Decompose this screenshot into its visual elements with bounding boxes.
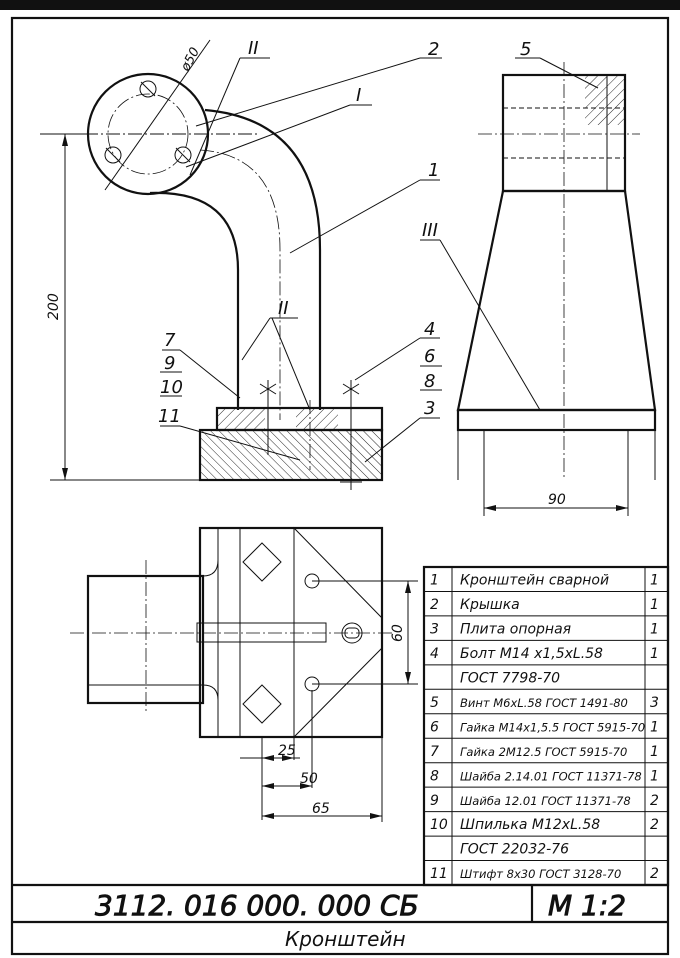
spec-row-name: Крышка <box>460 597 520 613</box>
leader-9: 9 <box>164 353 175 374</box>
spec-row-qty: 1 <box>650 719 659 735</box>
spec-row-num: 8 <box>430 768 439 784</box>
leader-8: 8 <box>424 371 435 392</box>
dim-200: 200 <box>46 293 62 320</box>
spec-row-qty: 1 <box>650 573 659 589</box>
leader-6: 6 <box>424 346 435 367</box>
scale: М 1:2 <box>548 889 626 922</box>
spec-row-num: 6 <box>430 719 439 735</box>
designation: 3112. 016 000. 000 СБ <box>95 889 419 922</box>
side-view <box>420 57 657 516</box>
spec-row-num: 7 <box>430 744 439 760</box>
top-band <box>0 0 680 10</box>
spec-row-name: Винт М6хL.58 ГОСТ 1491-80 <box>460 696 628 710</box>
spec-row-num: 5 <box>430 695 439 711</box>
spec-row-num: 1 <box>430 573 439 589</box>
spec-row-name: Шайба 2.14.01 ГОСТ 11371-78 <box>460 769 642 783</box>
bolt-hole-2 <box>104 146 122 164</box>
spec-row-name: Шайба 12.01 ГОСТ 11371-78 <box>460 794 631 808</box>
side-plate <box>456 408 657 432</box>
spec-row-qty: 1 <box>650 597 659 613</box>
plan-tube <box>86 574 205 705</box>
spec-row-num: 4 <box>430 646 439 662</box>
spec-row-name: Кронштейн сварной <box>460 573 609 589</box>
spec-row-qty: 1 <box>650 646 659 662</box>
leader-2: 2 <box>428 39 439 60</box>
spec-row-name: Гайка 2М12.5 ГОСТ 5915-70 <box>460 745 627 759</box>
spec-row-num: 3 <box>430 622 439 638</box>
dim-60: 60 <box>390 624 406 642</box>
side-tube-taper <box>456 189 657 412</box>
bent-tube-inner <box>149 191 240 410</box>
spec-row-qty: 1 <box>650 768 659 784</box>
plan-view <box>70 526 418 822</box>
drawing-frame <box>10 16 670 956</box>
part-name: Кронштейн <box>285 927 406 951</box>
leader-1: 1 <box>428 160 439 181</box>
diamond-top <box>242 542 282 582</box>
weld-II-lower: II <box>278 298 289 319</box>
bolt-hole-1 <box>139 80 157 98</box>
leader-11: 11 <box>158 406 181 427</box>
dim-diameter: ø50 <box>178 45 203 75</box>
plan-plate <box>198 526 384 739</box>
spec-table: 1 Кронштейн сварной 1 2 Крышка 1 3 Плита опорна… <box>422 565 670 887</box>
spec-row-name: ГОСТ 7798-70 <box>460 670 560 686</box>
leader-4: 4 <box>424 319 435 340</box>
weld-I: I <box>356 85 361 106</box>
front-view <box>40 39 442 490</box>
spec-row-qty: 2 <box>650 817 659 833</box>
spec-row-num: 11 <box>430 866 448 882</box>
leader-3: 3 <box>424 398 435 419</box>
spec-row-qty: 1 <box>650 744 659 760</box>
spec-row-num: 2 <box>430 597 439 613</box>
spec-row-name: ГОСТ 22032-76 <box>460 842 569 858</box>
weld-III: III <box>422 220 438 241</box>
dim-25: 25 <box>278 743 296 759</box>
spec-row-name: Гайка М14х1,5.5 ГОСТ 5915-70 <box>460 720 645 734</box>
spec-row-name: Плита опорная <box>460 622 571 638</box>
spec-row-name: Болт М14 х1,5хL.58 <box>460 646 603 662</box>
leader-7: 7 <box>164 330 176 351</box>
dim-90: 90 <box>548 492 566 508</box>
spec-row-qty: 1 <box>650 622 659 638</box>
leader-10: 10 <box>160 377 183 398</box>
bent-tube-outer <box>204 108 322 410</box>
title-block: 3112. 016 000. 000 СБ М 1:2 Кронштейн <box>12 883 668 951</box>
spec-row-name: Штифт 8х30 ГОСТ 3128-70 <box>460 867 621 881</box>
spec-row-num: 9 <box>430 793 439 809</box>
dim-50: 50 <box>300 771 318 787</box>
diamond-bottom <box>242 684 282 724</box>
spec-row-name: Шпилька М12хL.58 <box>460 817 600 833</box>
spec-row-qty: 2 <box>650 793 659 809</box>
weld-II: II <box>248 38 259 59</box>
spec-row-qty: 3 <box>650 695 659 711</box>
bolt-hole-3 <box>174 146 192 164</box>
spec-row-num: 10 <box>430 817 448 833</box>
leader-5: 5 <box>520 39 531 60</box>
spec-row-qty: 2 <box>650 866 659 882</box>
dim-65: 65 <box>312 801 330 817</box>
bolt-circle <box>107 93 189 175</box>
